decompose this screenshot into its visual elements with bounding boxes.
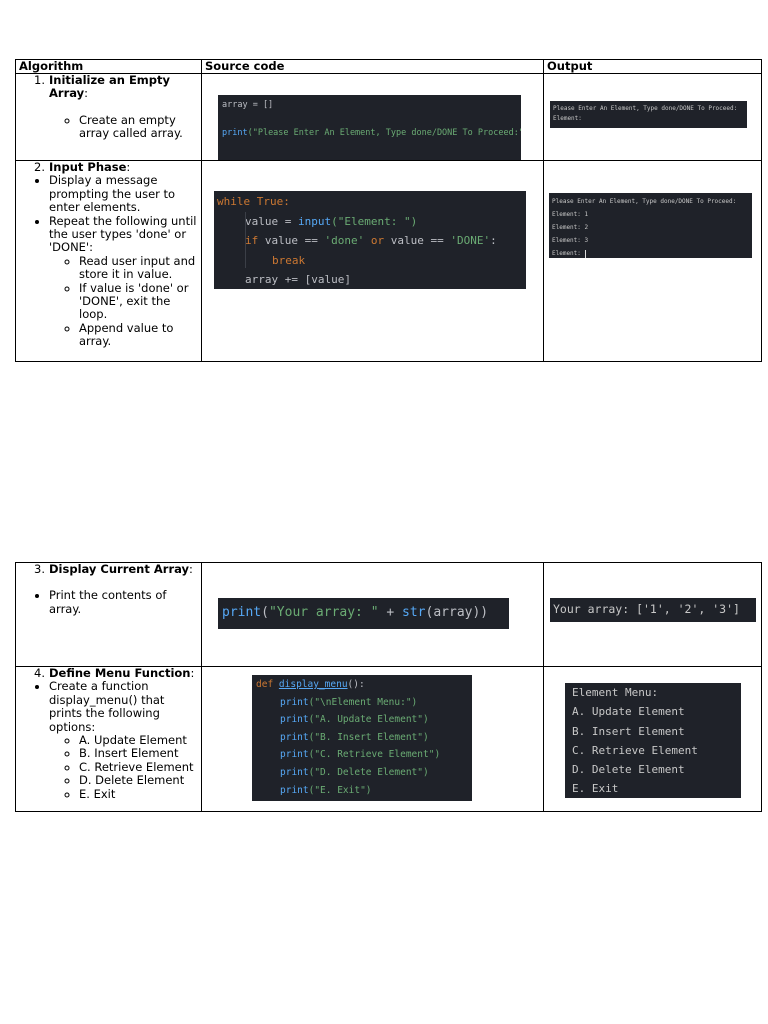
output-line: C. Retrieve Element	[572, 743, 698, 757]
step2-bullet: Display a message prompting the user to …	[49, 174, 198, 214]
step4-option: B. Insert Element	[79, 747, 198, 761]
step2-bullet-text: Repeat the following until the user type…	[49, 213, 197, 255]
step1-output-screenshot: Please Enter An Element, Type done/DONE …	[550, 101, 747, 128]
step3-code-screenshot: print("Your array: " + str(array))	[218, 598, 509, 629]
step4-algorithm-cell: 4. Define Menu Function: Create a functi…	[15, 666, 202, 812]
step2-number: 2.	[34, 160, 45, 174]
header-algorithm: Algorithm	[15, 59, 202, 74]
step3-output-cell: Your array: ['1', '2', '3']	[543, 562, 762, 667]
step3-colon: :	[189, 562, 193, 576]
step1-title-cont: Array	[49, 86, 85, 101]
algorithm-table-1: Algorithm Source code Output 1. Initiali…	[15, 59, 762, 362]
code-line: print("B. Insert Element")	[280, 731, 429, 743]
code-line: print("\nElement Menu:")	[280, 696, 418, 708]
step2-row: 2. Input Phase: Display a message prompt…	[15, 160, 762, 362]
step4-code-screenshot: def display_menu(): print("\nElement Men…	[252, 675, 472, 801]
code-line: value = input("Element: ")	[245, 214, 418, 228]
output-line: Element: 1	[552, 211, 589, 218]
step4-option: A. Update Element	[79, 733, 198, 747]
step2-subbullet: Read user input and store it in value.	[79, 254, 198, 282]
code-line: print("C. Retrieve Element")	[280, 749, 441, 761]
step2-subbullet: Append value to array.	[79, 321, 198, 349]
step1-output-cell: Please Enter An Element, Type done/DONE …	[543, 73, 762, 161]
code-line: print("D. Delete Element")	[280, 766, 429, 778]
code-line: if value == 'done' or value == 'DONE':	[245, 234, 497, 247]
step4-number: 4.	[34, 666, 45, 680]
output-line: Please Enter An Element, Type done/DONE …	[552, 198, 737, 205]
output-line: B. Insert Element	[572, 724, 685, 738]
output-line: Your array: ['1', '2', '3']	[553, 602, 740, 616]
step1-title: Initialize an Empty	[49, 73, 171, 87]
output-line: Element:	[553, 115, 582, 122]
step2-colon: :	[126, 160, 131, 174]
code-line: array += [value]	[245, 273, 351, 286]
step4-option: C. Retrieve Element	[79, 760, 198, 774]
step4-row: 4. Define Menu Function: Create a functi…	[15, 666, 762, 812]
output-line: Element Menu:	[572, 686, 659, 699]
step3-code-cell: print("Your array: " + str(array))	[201, 562, 544, 667]
header-output: Output	[543, 59, 762, 74]
code-line: array = []	[222, 100, 274, 110]
step4-code-cell: def display_menu(): print("\nElement Men…	[201, 666, 544, 812]
output-line: Element:	[552, 249, 586, 258]
step2-subbullet: If value is 'done' or 'DONE', exit the l…	[79, 281, 198, 322]
step4-option: E. Exit	[79, 787, 198, 801]
step2-output-cell: Please Enter An Element, Type done/DONE …	[543, 160, 762, 362]
step3-number: 3.	[34, 562, 45, 576]
indent-guide	[245, 212, 246, 268]
step1-algorithm-cell: 1. Initialize an Empty Array: Create an …	[15, 73, 202, 161]
code-line: break	[272, 253, 306, 267]
code-line: def display_menu():	[256, 679, 365, 690]
step2-algorithm-cell: 2. Input Phase: Display a message prompt…	[15, 160, 202, 362]
step4-option: D. Delete Element	[79, 773, 198, 787]
code-line: print("Please Enter An Element, Type don…	[222, 128, 521, 138]
step3-output-screenshot: Your array: ['1', '2', '3']	[550, 598, 756, 622]
output-line: Please Enter An Element, Type done/DONE …	[553, 105, 738, 112]
step4-bullet: Create a function display_menu() that pr…	[49, 680, 198, 801]
step1-code-screenshot: array = [] print("Please Enter An Elemen…	[218, 95, 521, 160]
step2-code-screenshot: while True: value = input("Element: ") i…	[214, 191, 526, 289]
header-source-code: Source code	[201, 59, 544, 74]
output-line: A. Update Element	[572, 705, 685, 719]
step3-algorithm-cell: 3. Display Current Array: Print the cont…	[15, 562, 202, 667]
step4-title: Define Menu Function	[49, 666, 191, 680]
step1-code-cell: array = [] print("Please Enter An Elemen…	[201, 73, 544, 161]
step4-output-cell: Element Menu: A. Update Element B. Inser…	[543, 666, 762, 812]
output-line: Element: 2	[552, 224, 589, 231]
step3-row: 3. Display Current Array: Print the cont…	[15, 562, 762, 667]
step1-bullet: Create an empty array called array.	[79, 113, 198, 141]
step3-bullet: Print the contents of array.	[49, 589, 198, 616]
step3-title: Display Current Array	[49, 562, 190, 576]
text-cursor	[584, 249, 586, 258]
output-line: D. Delete Element	[572, 763, 685, 777]
step2-title: Input Phase	[49, 160, 127, 174]
code-line: print("E. Exit")	[280, 784, 372, 796]
step2-bullet: Repeat the following until the user type…	[49, 213, 198, 349]
step2-output-screenshot: Please Enter An Element, Type done/DONE …	[549, 193, 752, 258]
step2-code-cell: while True: value = input("Element: ") i…	[201, 160, 544, 362]
step4-bullet-text: Create a function display_menu() that pr…	[49, 679, 165, 734]
output-line: E. Exit	[572, 782, 619, 796]
step1-colon: :	[84, 86, 89, 101]
code-line: print("Your array: " + str(array))	[222, 605, 489, 620]
output-line: Element: 3	[552, 237, 589, 244]
step4-colon: :	[190, 666, 195, 680]
code-line: while True:	[217, 195, 290, 208]
step4-output-screenshot: Element Menu: A. Update Element B. Inser…	[565, 683, 741, 798]
step1-row: 1. Initialize an Empty Array: Create an …	[15, 73, 762, 161]
header-row: Algorithm Source code Output	[15, 59, 762, 74]
step1-number: 1.	[34, 73, 45, 87]
code-line: print("A. Update Element")	[280, 714, 429, 726]
algorithm-table-2: 3. Display Current Array: Print the cont…	[15, 562, 762, 812]
